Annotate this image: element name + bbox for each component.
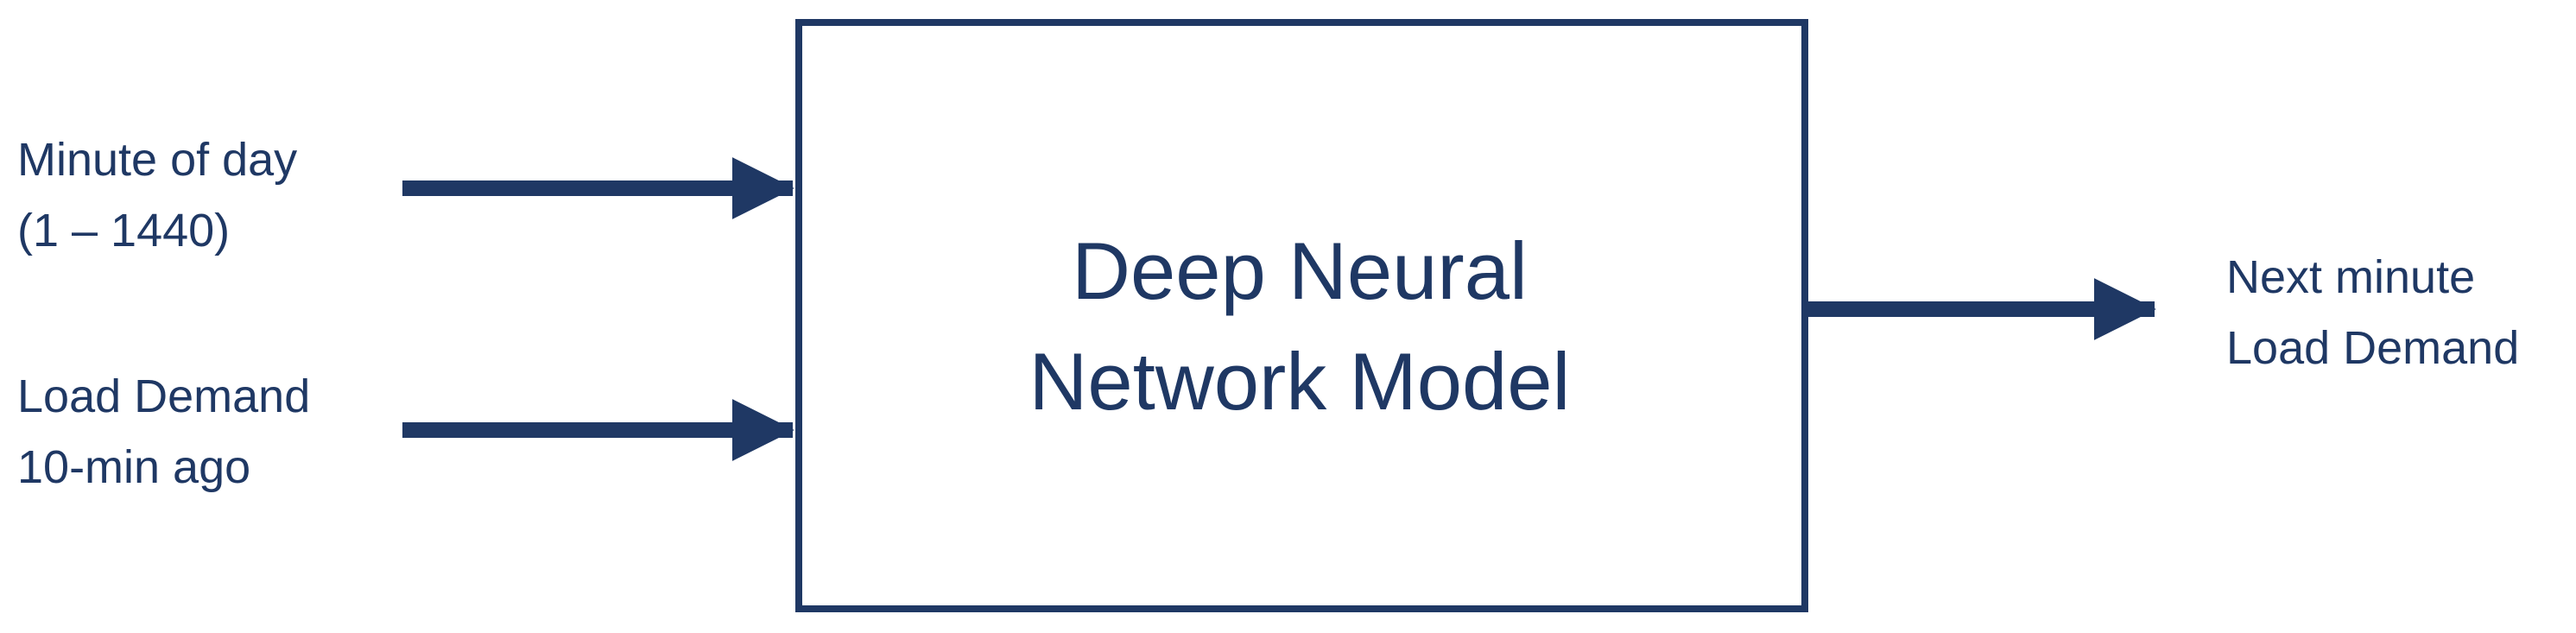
input-label-load-demand-line1: Load Demand (17, 370, 311, 422)
input-label-load-demand-line2: 10-min ago (17, 441, 251, 493)
input-label-minute-of-day-line1: Minute of day (17, 134, 298, 186)
output-label-next-minute-load-demand: Next minute Load Demand (2226, 242, 2519, 383)
output-label-line2: Load Demand (2226, 322, 2520, 374)
model-title-line1: Deep Neural (1072, 225, 1528, 316)
model-title-line2: Network Model (1029, 336, 1571, 427)
input-label-minute-of-day-line2: (1 – 1440) (17, 205, 231, 256)
input-label-minute-of-day: Minute of day (1 – 1440) (17, 124, 297, 266)
input-label-load-demand: Load Demand 10-min ago (17, 361, 310, 503)
model-box (795, 19, 1808, 612)
model-title: Deep Neural Network Model (803, 216, 1796, 437)
output-label-line1: Next minute (2226, 251, 2476, 303)
